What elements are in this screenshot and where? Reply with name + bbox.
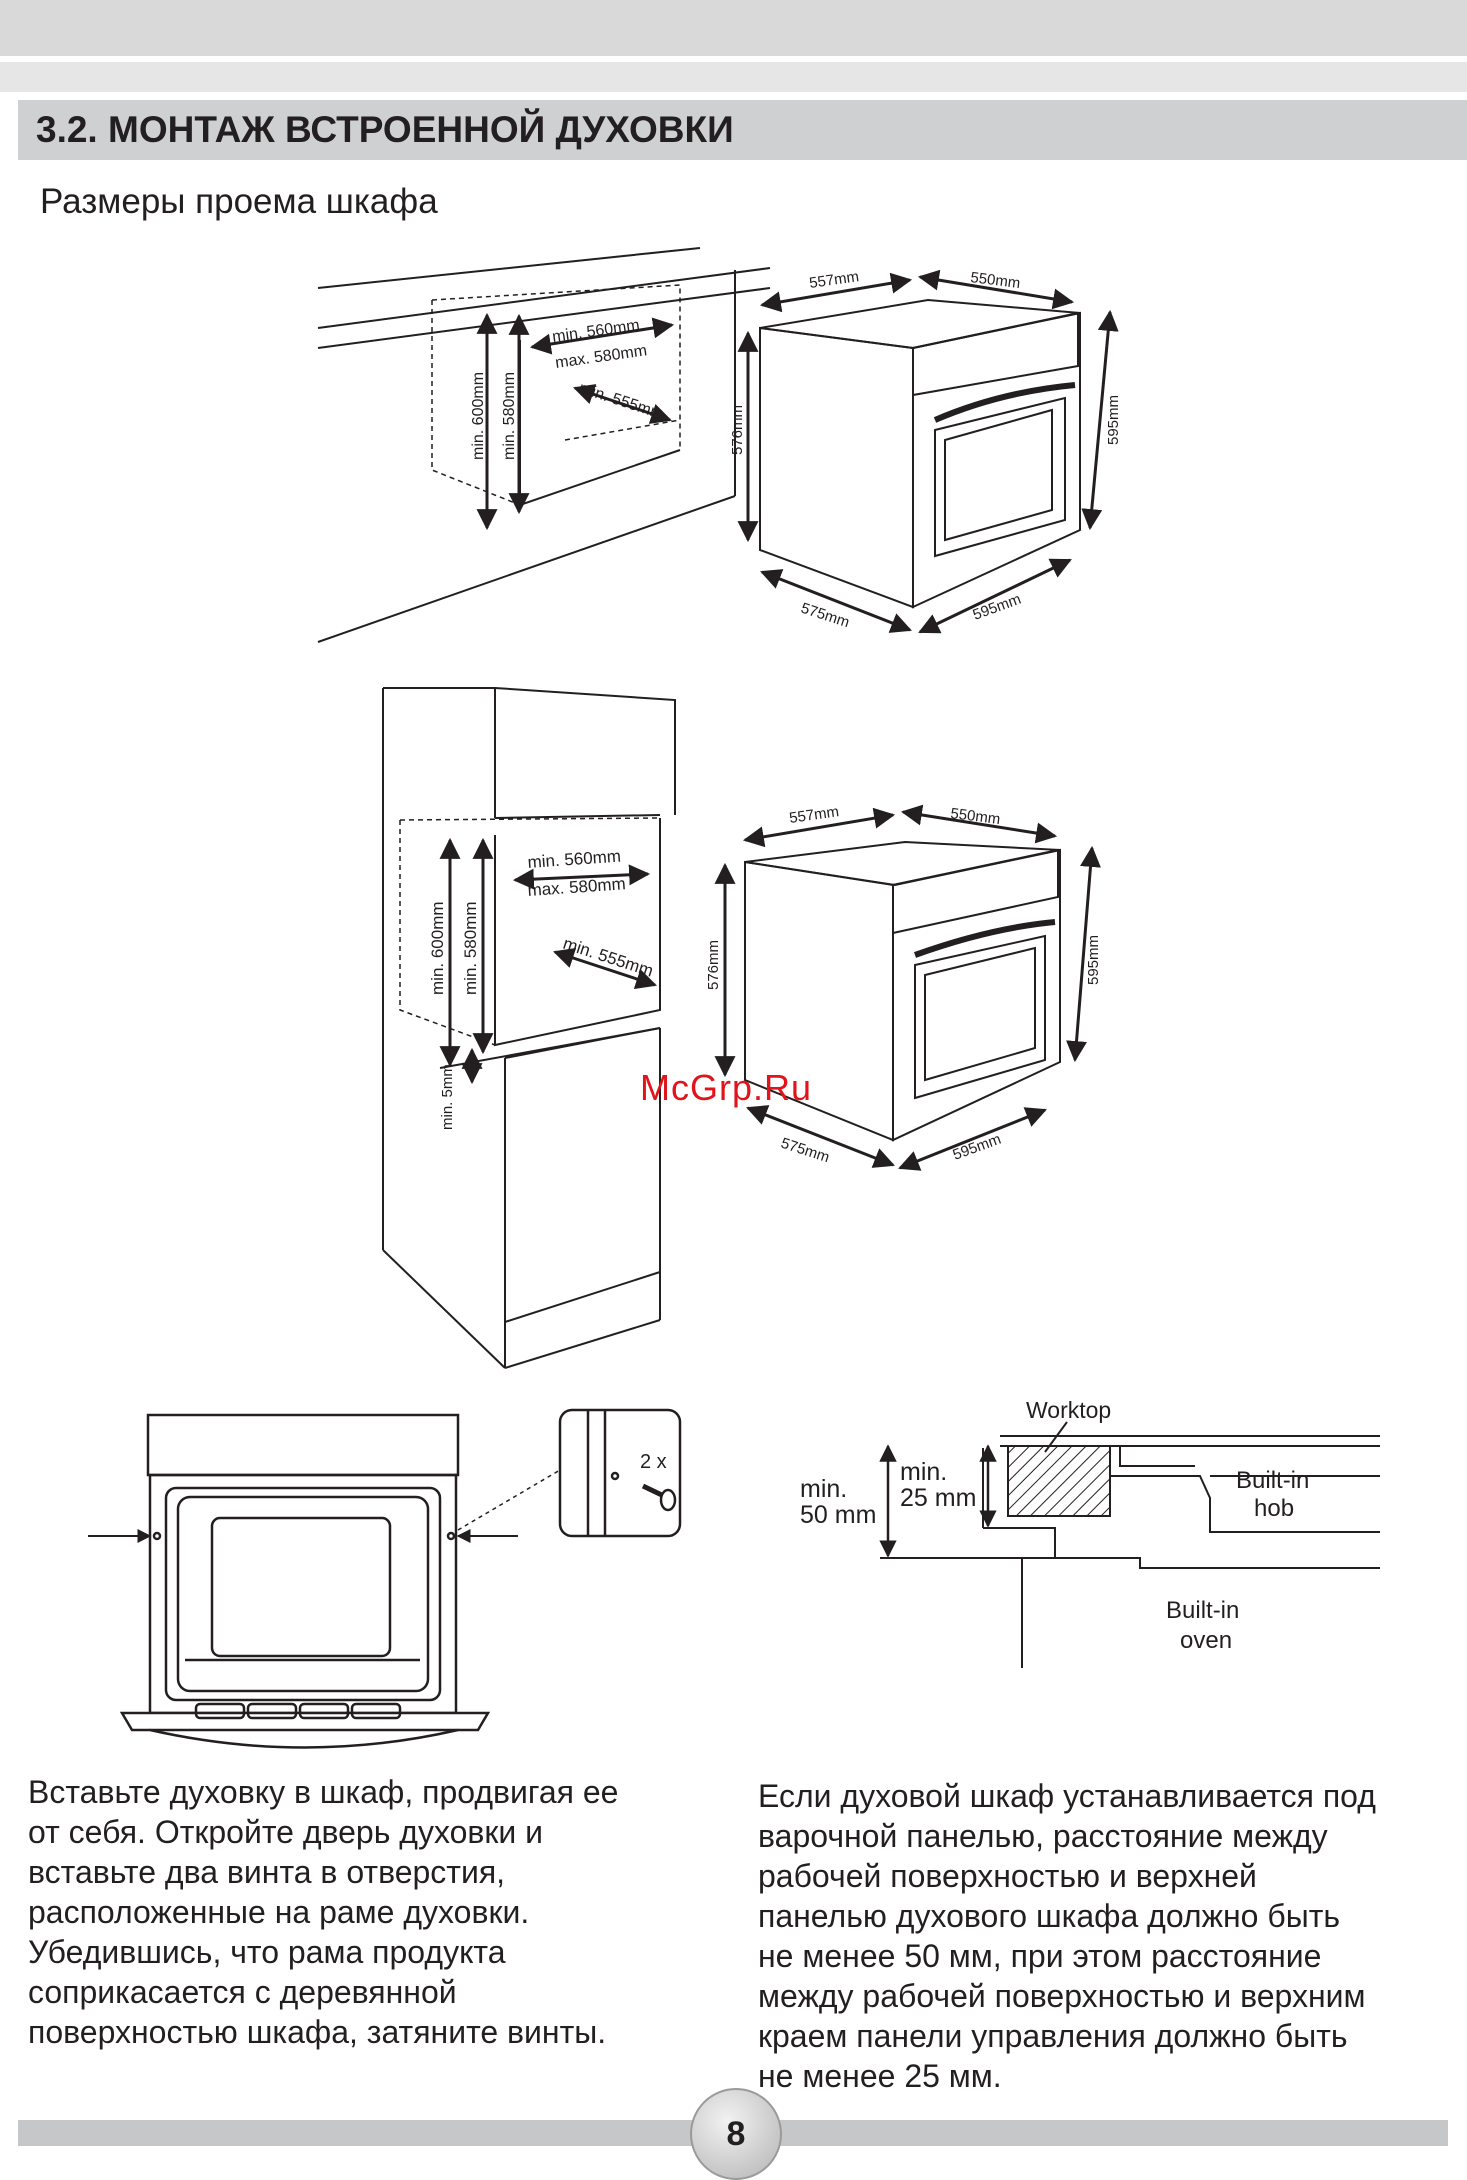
right-paragraph-line: рабочей поверхностью и верхней: [758, 1858, 1257, 1894]
fig1-dim-min555: min. 555mm: [577, 380, 666, 423]
right-paragraph-line: панелью духового шкафа должно быть: [758, 1898, 1341, 1934]
watermark: McGrp.Ru: [640, 1067, 813, 1108]
left-paragraph-line: поверхностью шкафа, затяните винты.: [28, 2014, 607, 2050]
fig1-dim-min580: min. 580mm: [501, 372, 518, 460]
fig2-dim-min5-group: min. 5mm: [439, 1064, 456, 1130]
right-paragraph-line: краем панели управления должно быть: [758, 2018, 1348, 2054]
fig2-oven-550: 550mm: [950, 805, 1002, 828]
left-paragraph-line: расположенные на раме духовки.: [28, 1894, 530, 1930]
figure1-cabinet-dimensions: [476, 312, 675, 531]
fig1-dim-min560: min. 560mm: [551, 317, 641, 346]
right-paragraph-line: Если духовой шкаф устанавливается под: [758, 1778, 1376, 1814]
fig2-oven-575: 575mm: [779, 1135, 832, 1167]
left-paragraph-line: Убедившись, что рама продукта: [28, 1934, 506, 1970]
page-subtitle: Размеры проема шкафа: [40, 182, 438, 221]
oven-line2: oven: [1180, 1627, 1232, 1654]
left-paragraph-line: соприкасается с деревянной: [28, 1974, 457, 2010]
left-paragraph-line: Вставьте духовку в шкаф, продвигая ее: [28, 1774, 619, 1810]
fig1-oven-550: 550mm: [970, 269, 1022, 292]
left-paragraph-line: от себя. Откройте дверь духовки и: [28, 1814, 544, 1850]
fig2-dim-min5: min. 5mm: [439, 1064, 456, 1130]
figure1-cabinet: [317, 247, 771, 643]
fig2-oven-576: 576mm: [705, 940, 722, 990]
right-paragraph-line: между рабочей поверхностью и верхним: [758, 1978, 1366, 2014]
figure2-cabinet-dimensions: [439, 837, 657, 1085]
fig1-dim-max580: max. 580mm: [554, 342, 648, 372]
min50-line1: min.: [800, 1475, 847, 1503]
fig2-oven-595h: 595mm: [1085, 935, 1102, 985]
worktop-dimensions: [879, 1444, 997, 1558]
figure2-cabinet: [382, 687, 676, 1369]
min25-line2: 25 mm: [900, 1484, 976, 1512]
figure2-oven-dimensions: [714, 804, 1101, 1171]
right-paragraph-line: варочной панелью, расстояние между: [758, 1818, 1328, 1854]
fig1-dim-min600: min. 600mm: [470, 372, 487, 460]
fig2-oven-557: 557mm: [788, 803, 840, 827]
left-paragraph-line: вставьте два винта в отверстия,: [28, 1854, 506, 1890]
right-paragraph-line: не менее 50 мм, при этом расстояние: [758, 1938, 1322, 1974]
page-number: 8: [690, 2088, 782, 2180]
screw-detail: [558, 1408, 682, 1538]
fig2-dim-min600: min. 600mm: [428, 901, 447, 995]
screw-icon: [641, 1483, 677, 1512]
worktop-label: Worktop: [1026, 1397, 1111, 1423]
figure1-oven-dimensions: [737, 269, 1119, 634]
min25-line1: min.: [900, 1458, 947, 1486]
right-paragraph: Если духовой шкаф устанавливается под ва…: [758, 1776, 1376, 2096]
hob-line2: hob: [1254, 1495, 1294, 1522]
hob-line1: Built-in: [1236, 1467, 1309, 1494]
screw-count: 2 x: [640, 1451, 667, 1473]
fig1-oven-576: 576mm: [729, 405, 746, 455]
left-paragraph: Вставьте духовку в шкаф, продвигая ее от…: [28, 1772, 618, 2052]
right-paragraph-line: не менее 25 мм.: [758, 2058, 1002, 2094]
oven-line1: Built-in: [1166, 1597, 1239, 1624]
fig1-oven-557: 557mm: [808, 268, 860, 292]
worktop-figure: [880, 1421, 1380, 1668]
fig2-dim-min580: min. 580mm: [461, 901, 480, 995]
section-title: 3.2. МОНТАЖ ВСТРОЕННОЙ ДУХОВКИ: [18, 100, 1467, 160]
header-band-thin: [0, 62, 1467, 92]
fig2-dim-min560: min. 560mm: [527, 847, 622, 872]
oven-front-figure: [119, 1413, 491, 1749]
min50-line2: 50 mm: [800, 1501, 876, 1529]
fig1-oven-595h: 595mm: [1105, 395, 1122, 445]
header-band-top: [0, 0, 1467, 56]
figure1-oven: [759, 298, 1081, 609]
screw-arrows: [88, 1469, 561, 1543]
